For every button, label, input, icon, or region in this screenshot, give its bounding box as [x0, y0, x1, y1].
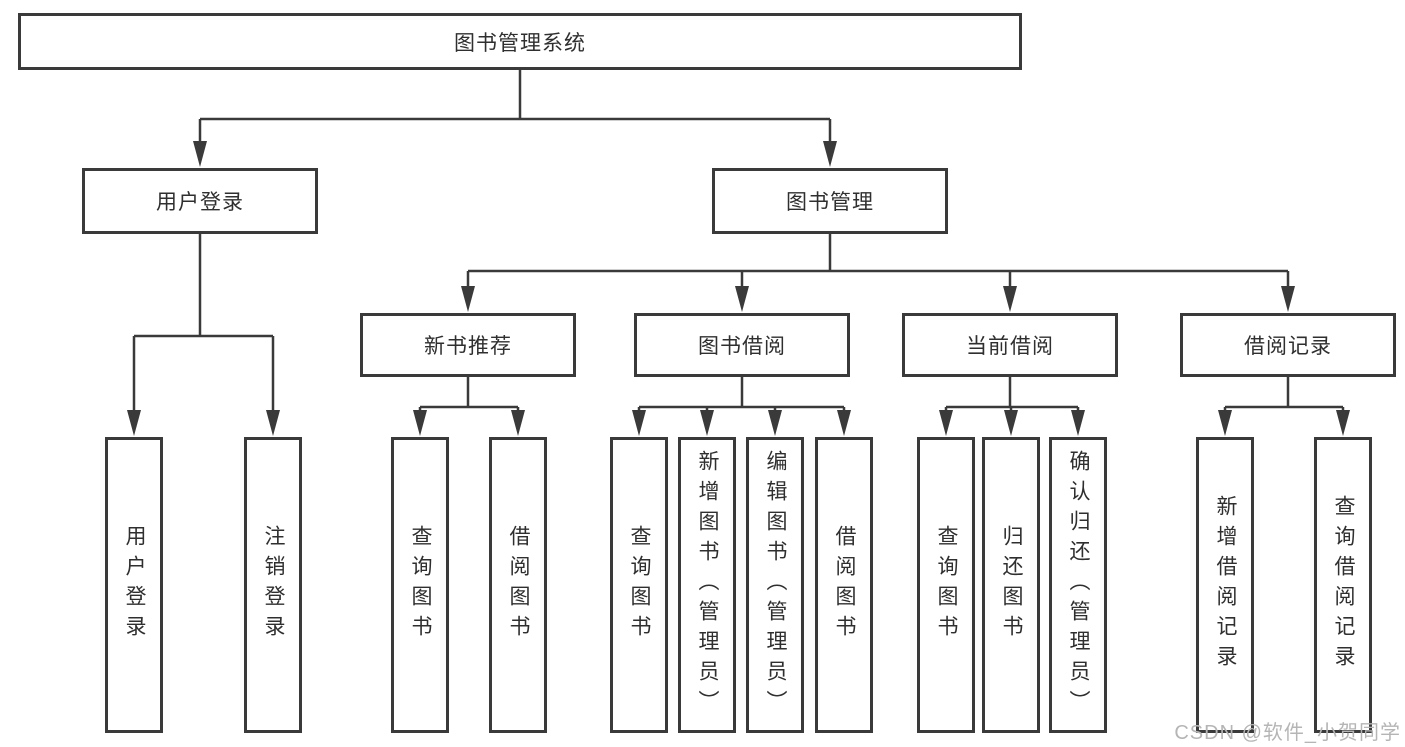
leaf-confirm-return-admin: 确认归还（管理员）: [1049, 437, 1107, 733]
leaf-query-books-recommend: 查询图书: [391, 437, 449, 733]
leaf-borrow-books-recommend: 借阅图书: [489, 437, 547, 733]
node-new-book-recommend: 新书推荐: [360, 313, 576, 377]
node-book-management: 图书管理: [712, 168, 948, 234]
node-library-management-system: 图书管理系统: [18, 13, 1022, 70]
node-user-login: 用户登录: [82, 168, 318, 234]
leaf-query-borrow-record: 查询借阅记录: [1314, 437, 1372, 733]
node-borrowing-records: 借阅记录: [1180, 313, 1396, 377]
csdn-watermark: CSDN @软件_小贺同学: [1174, 722, 1401, 744]
leaf-query-books-borrowing: 查询图书: [610, 437, 668, 733]
leaf-add-borrow-record: 新增借阅记录: [1196, 437, 1254, 733]
leaf-user-login: 用户登录: [105, 437, 163, 733]
node-book-borrowing: 图书借阅: [634, 313, 850, 377]
leaf-logout: 注销登录: [244, 437, 302, 733]
node-current-borrowing: 当前借阅: [902, 313, 1118, 377]
leaf-edit-books-admin: 编辑图书（管理员）: [746, 437, 804, 733]
leaf-query-books-current: 查询图书: [917, 437, 975, 733]
leaf-return-books: 归还图书: [982, 437, 1040, 733]
leaf-borrow-books-borrowing: 借阅图书: [815, 437, 873, 733]
leaf-add-books-admin: 新增图书（管理员）: [678, 437, 736, 733]
